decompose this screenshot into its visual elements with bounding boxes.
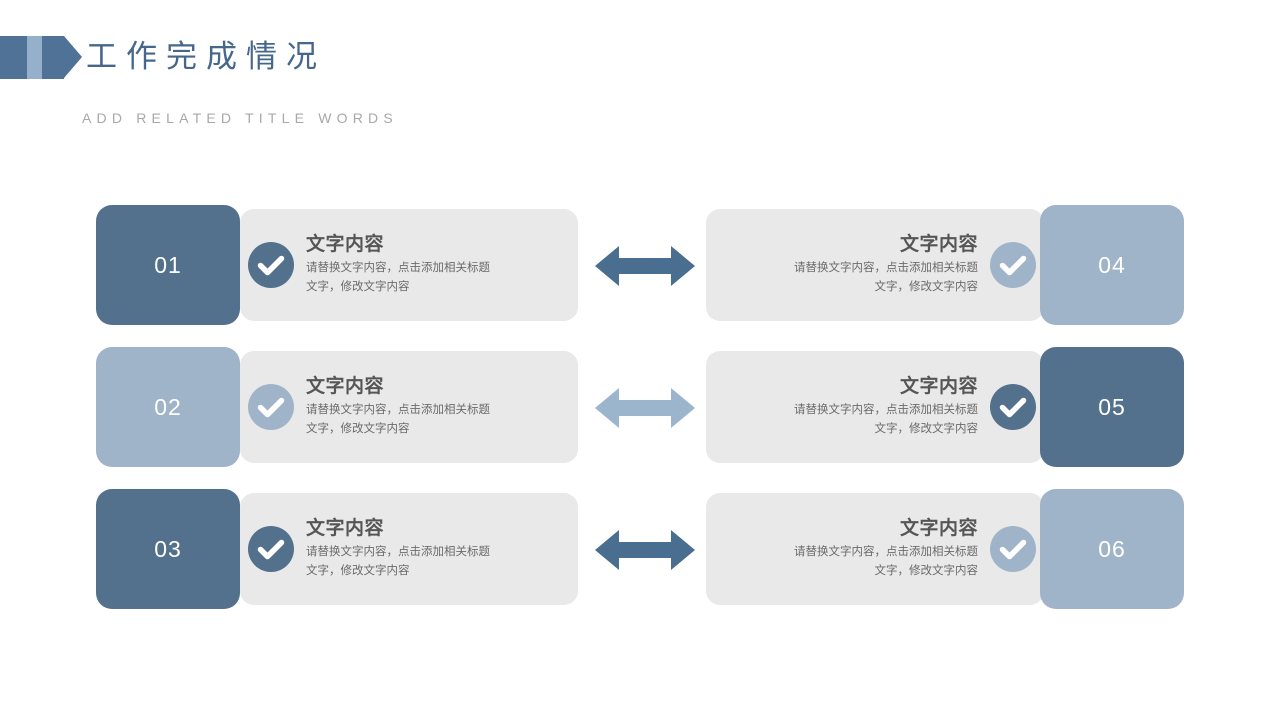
badge-segment-1 xyxy=(0,36,27,79)
content-rows: 01 文字内容 请替换文字内容，点击添加相关标题 文字，修改文字内容 文字内容 xyxy=(0,195,1280,621)
check-circle-icon xyxy=(990,526,1036,572)
info-card-text: 文字内容 请替换文字内容，点击添加相关标题 文字，修改文字内容 xyxy=(720,375,990,439)
info-card-desc-line-1: 请替换文字内容，点击添加相关标题 xyxy=(794,261,978,274)
badge-segment-3 xyxy=(42,36,64,79)
info-card-desc-line-2: 文字，修改文字内容 xyxy=(874,280,979,293)
info-card-desc: 请替换文字内容，点击添加相关标题 文字，修改文字内容 xyxy=(306,401,560,439)
info-card-desc-line-1: 请替换文字内容，点击添加相关标题 xyxy=(794,545,978,558)
number-badge-04[interactable]: 04 xyxy=(1040,205,1184,325)
number-badge-01[interactable]: 01 xyxy=(96,205,240,325)
info-card-desc: 请替换文字内容，点击添加相关标题 文字，修改文字内容 xyxy=(306,259,560,297)
page-subtitle: ADD RELATED TITLE WORDS xyxy=(82,110,398,126)
number-badge-label: 03 xyxy=(154,535,182,562)
info-card-desc-line-2: 文字，修改文字内容 xyxy=(306,422,410,435)
info-card-title: 文字内容 xyxy=(899,376,978,398)
info-card-05[interactable]: 文字内容 请替换文字内容，点击添加相关标题 文字，修改文字内容 xyxy=(706,351,1044,463)
number-badge-label: 01 xyxy=(154,251,182,278)
info-card-text: 文字内容 请替换文字内容，点击添加相关标题 文字，修改文字内容 xyxy=(720,233,990,297)
info-card-text: 文字内容 请替换文字内容，点击添加相关标题 文字，修改文字内容 xyxy=(294,517,564,581)
slide-header: 工作完成情况 ADD RELATED TITLE WORDS xyxy=(0,28,1280,126)
info-card-desc: 请替换文字内容，点击添加相关标题 文字，修改文字内容 xyxy=(724,401,978,439)
info-card-desc-line-1: 请替换文字内容，点击添加相关标题 xyxy=(794,403,978,416)
info-card-04[interactable]: 文字内容 请替换文字内容，点击添加相关标题 文字，修改文字内容 xyxy=(706,209,1044,321)
info-card-desc-line-1: 请替换文字内容，点击添加相关标题 xyxy=(306,403,490,416)
info-card-desc-line-1: 请替换文字内容，点击添加相关标题 xyxy=(306,545,490,558)
content-row: 03 文字内容 请替换文字内容，点击添加相关标题 文字，修改文字内容 文字内容 xyxy=(0,479,1280,621)
page-title: 工作完成情况 xyxy=(86,39,326,74)
info-card-text: 文字内容 请替换文字内容，点击添加相关标题 文字，修改文字内容 xyxy=(294,233,564,297)
info-card-03[interactable]: 文字内容 请替换文字内容，点击添加相关标题 文字，修改文字内容 xyxy=(240,493,578,605)
info-card-title: 文字内容 xyxy=(306,376,385,398)
info-card-desc-line-2: 文字，修改文字内容 xyxy=(874,564,979,577)
number-badge-03[interactable]: 03 xyxy=(96,489,240,609)
info-card-title: 文字内容 xyxy=(899,518,978,540)
info-card-title: 文字内容 xyxy=(306,234,385,256)
number-badge-02[interactable]: 02 xyxy=(96,347,240,467)
double-arrow-icon xyxy=(595,526,695,574)
number-badge-label: 04 xyxy=(1098,251,1126,278)
info-card-desc: 请替换文字内容，点击添加相关标题 文字，修改文字内容 xyxy=(724,259,978,297)
number-badge-05[interactable]: 05 xyxy=(1040,347,1184,467)
number-badge-06[interactable]: 06 xyxy=(1040,489,1184,609)
badge-segment-2 xyxy=(27,36,42,79)
info-card-desc-line-2: 文字，修改文字内容 xyxy=(874,422,979,435)
info-card-text: 文字内容 请替换文字内容，点击添加相关标题 文字，修改文字内容 xyxy=(720,517,990,581)
info-card-02[interactable]: 文字内容 请替换文字内容，点击添加相关标题 文字，修改文字内容 xyxy=(240,351,578,463)
info-card-desc-line-2: 文字，修改文字内容 xyxy=(306,564,410,577)
double-arrow-icon xyxy=(595,242,695,290)
number-badge-label: 06 xyxy=(1098,535,1126,562)
number-badge-label: 02 xyxy=(154,393,182,420)
check-circle-icon xyxy=(248,526,294,572)
badge-arrow-tip-icon xyxy=(64,36,82,78)
check-circle-icon xyxy=(990,242,1036,288)
double-arrow-icon xyxy=(595,384,695,432)
check-circle-icon xyxy=(248,384,294,430)
info-card-title: 文字内容 xyxy=(306,518,385,540)
info-card-desc-line-1: 请替换文字内容，点击添加相关标题 xyxy=(306,261,490,274)
content-row: 02 文字内容 请替换文字内容，点击添加相关标题 文字，修改文字内容 文字内容 xyxy=(0,337,1280,479)
info-card-title: 文字内容 xyxy=(899,234,978,256)
info-card-text: 文字内容 请替换文字内容，点击添加相关标题 文字，修改文字内容 xyxy=(294,375,564,439)
arrow-badge-icon xyxy=(0,36,82,79)
info-card-06[interactable]: 文字内容 请替换文字内容，点击添加相关标题 文字，修改文字内容 xyxy=(706,493,1044,605)
check-circle-icon xyxy=(248,242,294,288)
check-circle-icon xyxy=(990,384,1036,430)
info-card-desc-line-2: 文字，修改文字内容 xyxy=(306,280,410,293)
content-row: 01 文字内容 请替换文字内容，点击添加相关标题 文字，修改文字内容 文字内容 xyxy=(0,195,1280,337)
info-card-01[interactable]: 文字内容 请替换文字内容，点击添加相关标题 文字，修改文字内容 xyxy=(240,209,578,321)
info-card-desc: 请替换文字内容，点击添加相关标题 文字，修改文字内容 xyxy=(724,543,978,581)
number-badge-label: 05 xyxy=(1098,393,1126,420)
info-card-desc: 请替换文字内容，点击添加相关标题 文字，修改文字内容 xyxy=(306,543,560,581)
